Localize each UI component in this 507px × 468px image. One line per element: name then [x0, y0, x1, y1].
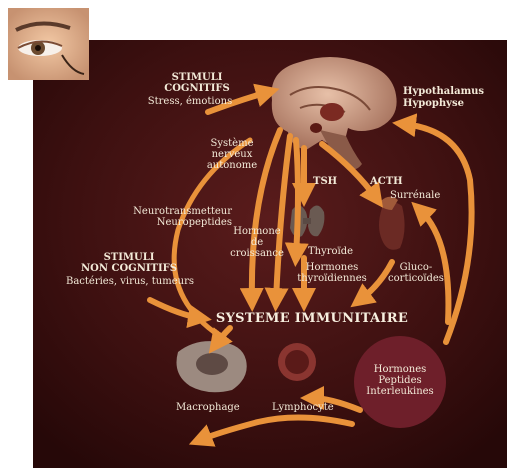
- stimuli-non-cognitifs-title: STIMULI NON COGNITIFS: [74, 252, 184, 274]
- lymphocyte-label: Lymphocyte: [272, 402, 334, 413]
- stimuli-cognitifs-sub: Stress, émotions: [120, 96, 260, 107]
- systeme-immunitaire-title: SYSTEME IMMUNITAIRE: [205, 311, 419, 326]
- hypophyse-label: Hypophyse: [403, 98, 464, 109]
- hormones-thyroidiennes-label: Hormones thyroïdiennes: [292, 262, 372, 284]
- surrenale-label: Surrénale: [390, 190, 440, 201]
- stimuli-cognitifs-title: STIMULI COGNITIFS: [137, 72, 257, 94]
- macrophage-label: Macrophage: [176, 402, 240, 413]
- acth-label: ACTH: [370, 176, 403, 187]
- tsh-label: TSH: [313, 176, 337, 187]
- lymphocyte-illustration: [278, 343, 316, 381]
- neurotransmetteur-label: Neurotransmetteur Neuropeptides: [92, 206, 232, 228]
- glucocorticoides-label: Gluco- corticoïdes: [376, 262, 456, 284]
- hypothalamus-label: Hypothalamus: [403, 86, 484, 97]
- stimuli-non-cognitifs-sub: Bactéries, virus, tumeurs: [50, 276, 210, 287]
- hormones-peptides-label: Hormones Peptides Interleukines: [356, 364, 444, 397]
- eye-photo: [8, 8, 89, 80]
- hormone-croissance-label: Hormone de croissance: [228, 226, 286, 259]
- systeme-nerveux-label: Système nerveux autonome: [200, 138, 264, 171]
- thyroide-label: Thyroïde: [308, 246, 353, 257]
